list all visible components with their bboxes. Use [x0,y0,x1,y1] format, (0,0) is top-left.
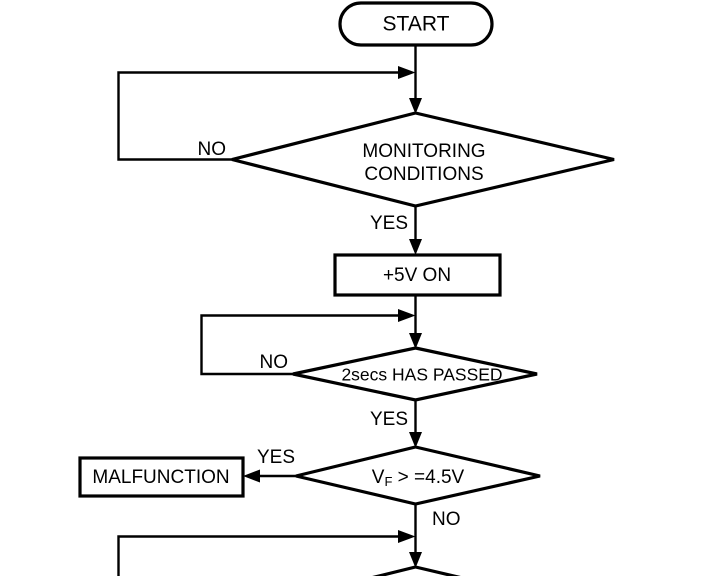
node-next-decision-cutoff [372,565,461,576]
voltage-label-prefix: V [372,467,385,488]
arrow-right-icon [398,309,416,322]
edge-monitoring-no-loop: NO [117,66,416,161]
arrow-down-icon [409,432,422,448]
node-timer-check: 2secs HAS PASSED [292,346,538,402]
monitoring-label-line1: MONITORING [362,141,485,162]
timer-label: 2secs HAS PASSED [341,365,502,385]
edge-start-to-monitoring [409,45,422,114]
node-power-on: +5V ON [333,253,502,297]
node-voltage-check: VF > =4.5V [295,445,541,506]
voltage-label-suffix: > =4.5V [392,467,464,488]
power-on-label: +5V ON [383,265,451,286]
arrow-down-icon [409,98,422,114]
malfunction-label: MALFUNCTION [92,467,229,488]
malfunction-process-shape [78,456,245,498]
start-label: START [383,13,450,36]
edge-timer-yes: YES [370,400,422,448]
node-malfunction: MALFUNCTION [78,456,245,498]
edge-label-timer-no: NO [260,352,289,373]
edge-label-voltage-yes: YES [257,447,295,468]
edge-label-voltage-no: NO [432,509,461,530]
power-on-process-shape [333,253,502,297]
arrow-down-icon [409,552,422,568]
edge-label-monitoring-no: NO [198,139,227,160]
node-monitoring-conditions: MONITORING CONDITIONS [231,111,615,208]
voltage-label-subscript: F [384,474,392,489]
edge-monitoring-yes: YES [370,206,422,255]
voltage-label: VF > =4.5V [372,467,465,489]
monitoring-label-line2: CONDITIONS [364,164,483,185]
node-start: START [338,1,494,47]
edge-voltage-yes: YES [243,447,296,483]
edge-voltage-no: NO [409,504,461,568]
edge-bottom-loop [117,530,416,576]
arrow-left-icon [243,469,260,483]
arrow-down-icon [409,239,422,255]
arrow-right-icon [398,530,416,543]
next-decision-shape [372,565,461,576]
arrow-right-icon [398,66,416,79]
arrow-down-icon [409,333,422,349]
edge-power-on-to-timer [409,295,422,349]
edge-label-monitoring-yes: YES [370,213,408,234]
edge-label-timer-yes: YES [370,409,408,430]
edge-timer-no-loop: NO [200,309,416,376]
